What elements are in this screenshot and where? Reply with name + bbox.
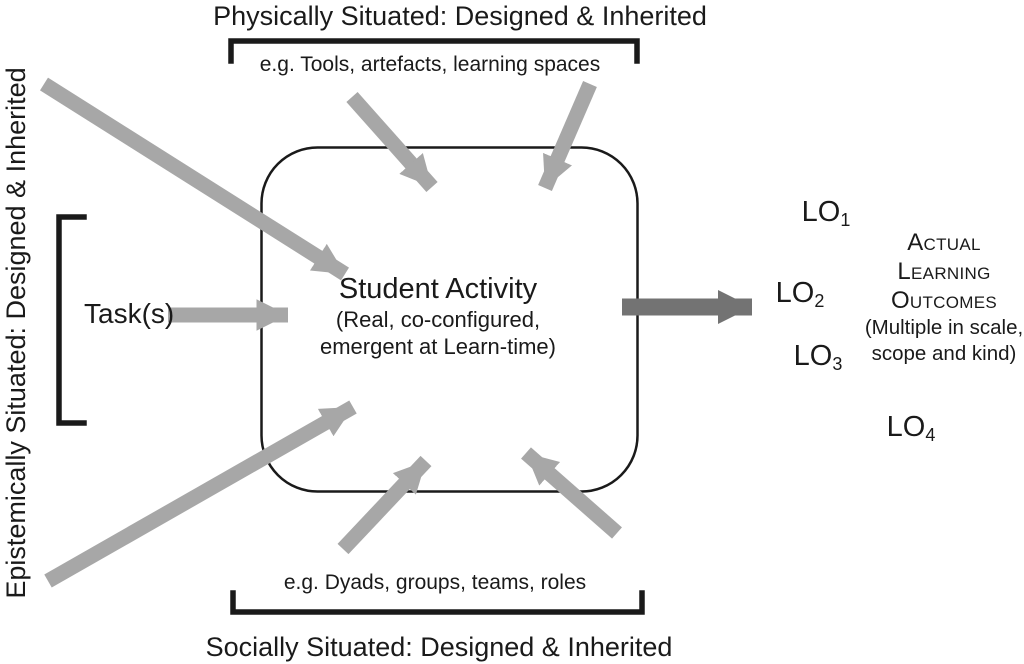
lo3-subscript: 3 — [832, 354, 843, 375]
lo1-label: LO — [801, 195, 841, 228]
learning-outcome-3: LO3 — [794, 340, 843, 380]
task-label: Task(s) — [84, 298, 175, 329]
learning-outcome-1: LO1 — [802, 196, 851, 236]
title-physically-situated: Physically Situated: Designed & Inherite… — [213, 1, 707, 31]
lo1-subscript: 1 — [840, 210, 851, 231]
lo3-label: LO — [793, 339, 833, 372]
caption-actual: Actual — [907, 229, 981, 256]
example-physical: e.g. Tools, artefacts, learning spaces — [259, 53, 601, 76]
caption-note-line1: (Multiple in scale, — [864, 316, 1024, 339]
student-activity-subtitle-line1: (Real, co-configured, — [335, 307, 541, 332]
arrow-social-left — [337, 455, 432, 555]
student-activity-title: Student Activity — [338, 273, 538, 305]
lo4-label: LO — [886, 410, 926, 443]
bracket-bottom — [230, 590, 645, 615]
arrow-physical-right — [538, 81, 597, 191]
student-activity-subtitle-line2: emergent at Learn-time) — [320, 334, 556, 359]
title-epistemically-situated: Epistemically Situated: Designed & Inher… — [1, 67, 31, 599]
arrow-social-right — [521, 447, 622, 539]
arrow-physical-left — [346, 92, 438, 192]
student-activity-text: Student Activity (Real, co-configured, e… — [320, 273, 556, 360]
bracket-top — [228, 38, 640, 64]
caption-learning: Learning — [897, 258, 991, 285]
actual-learning-outcomes-caption: Actual Learning Outcomes (Multiple in sc… — [865, 228, 1023, 367]
lo2-subscript: 2 — [814, 291, 825, 312]
lo4-subscript: 4 — [925, 425, 936, 446]
arrow-epistemic-long — [39, 77, 350, 281]
arrow-social-long — [44, 400, 357, 588]
example-social: e.g. Dyads, groups, teams, roles — [283, 571, 587, 594]
learning-outcome-2: LO2 — [776, 277, 825, 317]
bracket-left — [56, 214, 87, 426]
title-socially-situated: Socially Situated: Designed & Inherited — [205, 632, 673, 662]
caption-note-line2: scope and kind) — [871, 342, 1017, 365]
caption-outcomes: Outcomes — [890, 287, 998, 314]
learning-outcome-4: LO4 — [887, 411, 936, 451]
lo2-label: LO — [775, 276, 815, 309]
